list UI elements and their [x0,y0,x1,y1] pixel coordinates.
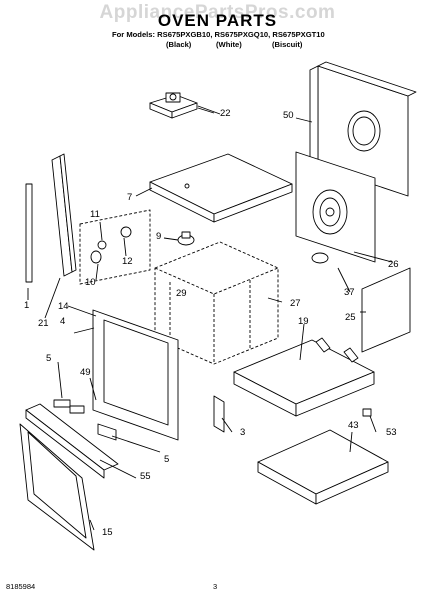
part-49-trim [53,399,85,414]
part-26-fan-panel [295,151,393,264]
part-number-21: 21 [38,318,49,329]
watermark: AppliancePartsPros.com [99,2,336,23]
part-number-26: 26 [388,259,399,270]
part-15-door-gasket [19,423,95,551]
finish-black: (Black) [166,40,192,49]
part-number-1: 1 [24,300,30,311]
part-number-3: 3 [240,427,246,438]
part-number-22: 22 [220,108,231,119]
part-number-7: 7 [127,192,133,203]
finish-biscuit: (Biscuit) [272,40,303,49]
part-number-55: 55 [140,471,151,482]
part-53-clip [362,408,372,417]
part-number-12: 12 [122,256,133,267]
part-14-front-frame [73,309,179,441]
part-43-tray [257,429,389,505]
part-number-11: 11 [90,209,100,220]
part-9-bulb [177,231,195,246]
part-number-25: 25 [345,312,356,323]
part-22-sensor-assembly [149,92,215,119]
part-number-29: 29 [176,288,187,299]
part-50-rear-panel [295,61,417,197]
part-number-4: 4 [60,316,66,327]
page-number: 3 [213,582,218,591]
part-number-27: 27 [290,298,301,309]
part-25-side-shield [360,267,411,353]
finish-white: (White) [216,40,242,49]
page-title: OVEN PARTS [157,11,278,30]
part-3-bracket [213,395,225,433]
part-number-49: 49 [80,367,91,378]
part-number-19: 19 [298,316,309,327]
document-number: 8185984 [6,582,36,591]
leader-lines [27,105,377,531]
part-number-15: 15 [102,527,113,538]
part-number-14: 14 [58,301,69,312]
part-number-53: 53 [386,427,397,438]
models-line: For Models: RS675PXGB10, RS675PXGQ10, RS… [112,30,325,39]
part-10-11-12-switch-group [79,209,151,285]
part-1-strip [25,183,33,283]
part-number-9: 9 [156,231,162,242]
part-55-handle [25,403,119,479]
part-5-trim-lower [97,423,117,441]
part-7-top-panel [135,153,293,223]
part-number-10: 10 [85,277,96,288]
part-19-oven-bottom [233,337,375,417]
part-number-43: 43 [348,420,359,431]
part-number-5-upper: 5 [46,353,52,364]
part-number-50: 50 [283,110,294,121]
part-number-37: 37 [344,287,355,298]
part-number-5-lower: 5 [164,454,170,465]
part-21-side-trim [51,153,77,277]
